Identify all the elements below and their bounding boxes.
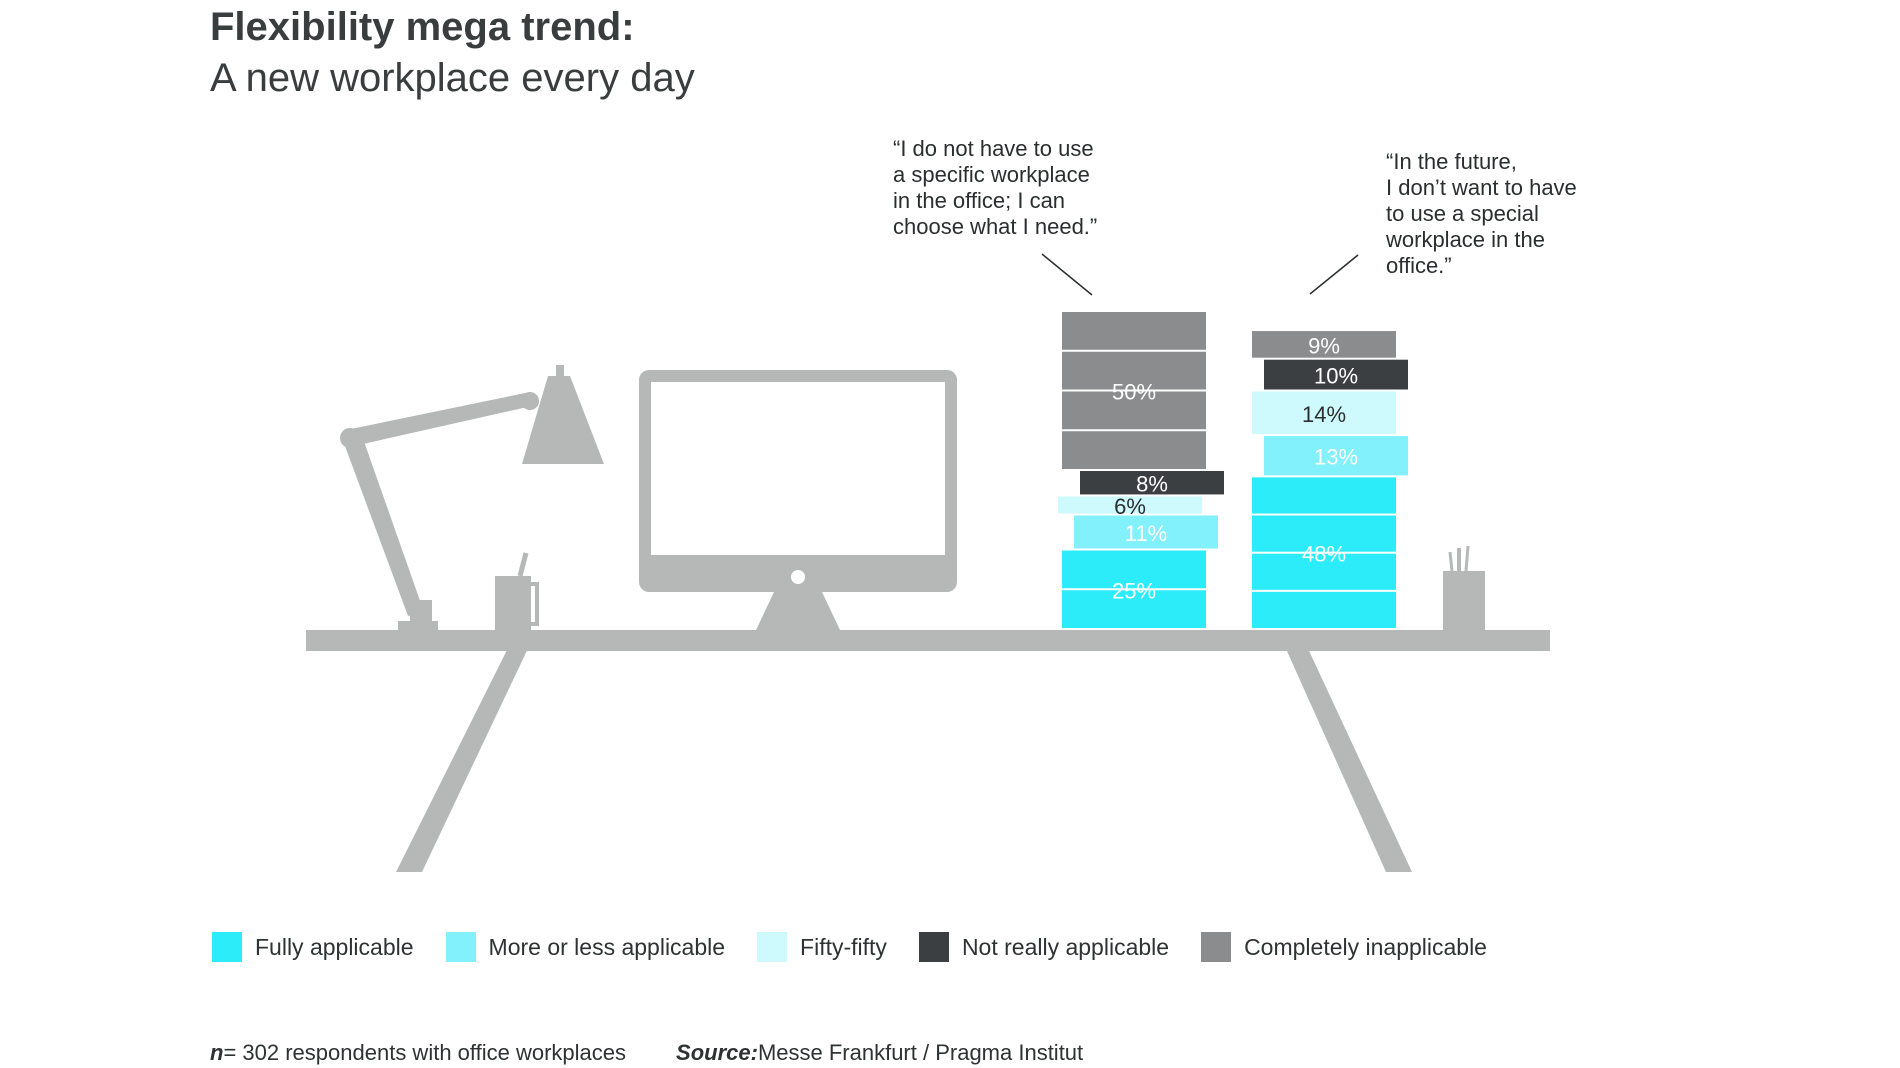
bar-segment-fully — [1062, 590, 1206, 628]
data-label: 8% — [1136, 472, 1168, 497]
data-label: 9% — [1308, 333, 1340, 358]
pointer-line-left — [1041, 253, 1093, 296]
stacked-bars: 25% 11%6%8% 50% 48% 13% 14% 10% 9% — [1058, 312, 1408, 628]
legend-label: Fully applicable — [255, 933, 414, 960]
data-label: 10% — [1314, 364, 1358, 389]
pointer-line-right — [1309, 254, 1359, 295]
legend-item-not-really: Not really applicable — [918, 932, 1170, 962]
bar-segment-fully — [1062, 550, 1206, 589]
legend: Fully applicable More or less applicable F… — [212, 932, 1519, 962]
legend-item-completely: Completely inapplicable — [1201, 932, 1487, 962]
legend-label: More or less applicable — [488, 933, 726, 960]
bar-segment-fully — [1252, 591, 1396, 628]
bar-segment-completely — [1252, 331, 1396, 358]
bar-segment-completely — [1062, 312, 1206, 350]
legend-label: Completely inapplicable — [1244, 933, 1487, 960]
legend-item-fully: Fully applicable — [212, 932, 414, 962]
title-line-2: A new workplace every day — [210, 56, 695, 100]
bar-segment-more-or-less — [1264, 436, 1408, 476]
bar-segment-fully — [1252, 515, 1396, 552]
pen-holder-icon — [1443, 545, 1485, 630]
data-label: 6% — [1114, 494, 1146, 519]
sample-size-variable: n — [210, 1040, 224, 1065]
bar-segment-fully — [1252, 553, 1396, 590]
legend-label: Fifty-fifty — [800, 933, 887, 960]
legend-label: Not really applicable — [961, 933, 1170, 960]
data-label: 25% — [1112, 578, 1156, 603]
source-text: Messe Frankfurt / Pragma Institut — [757, 1040, 1084, 1065]
category-label-left: “I do not have to use a specific workpla… — [893, 136, 1098, 239]
legend-swatch — [918, 932, 949, 962]
data-label: 50% — [1112, 380, 1156, 405]
legend-swatch — [212, 932, 242, 962]
bar-segment-completely — [1062, 351, 1206, 390]
desk-leg-left — [396, 640, 532, 872]
bar-segment-fully — [1252, 477, 1396, 514]
chart-title: Flexibility mega trend: A new workplace … — [210, 2, 695, 104]
desk-illustration — [306, 365, 1550, 872]
bar-segment-more-or-less — [1074, 515, 1218, 549]
footer: n = 302 respondents with office workplac… — [210, 1040, 1083, 1066]
legend-item-fifty: Fifty-fifty — [757, 932, 887, 962]
category-label-right: “In the future, I don’t want to have to … — [1386, 149, 1577, 278]
title-line-1: Flexibility mega trend: — [210, 5, 635, 49]
bar-segment-not-really — [1080, 471, 1224, 495]
mug-icon — [495, 552, 539, 630]
legend-swatch — [445, 932, 476, 962]
desk-leg-right — [1282, 640, 1412, 872]
bar-segment-completely — [1062, 431, 1206, 469]
desk-top — [306, 630, 1550, 651]
bar-segment-completely — [1062, 391, 1206, 430]
legend-swatch — [1201, 932, 1232, 962]
lamp-icon — [340, 365, 604, 630]
source-label: Source: — [676, 1040, 758, 1065]
bar-segment-fifty — [1252, 391, 1396, 435]
sample-size-text: = 302 respondents with office workplaces — [223, 1040, 627, 1065]
data-label: 11% — [1125, 521, 1167, 546]
monitor-icon — [639, 370, 957, 630]
data-label: 48% — [1302, 542, 1346, 567]
legend-swatch — [757, 932, 788, 962]
legend-item-more-or-less: More or less applicable — [445, 932, 726, 962]
bar-segment-not-really — [1264, 359, 1408, 390]
data-label: 13% — [1314, 445, 1358, 470]
bar-segment-fifty — [1058, 496, 1202, 514]
data-label: 14% — [1302, 402, 1346, 427]
